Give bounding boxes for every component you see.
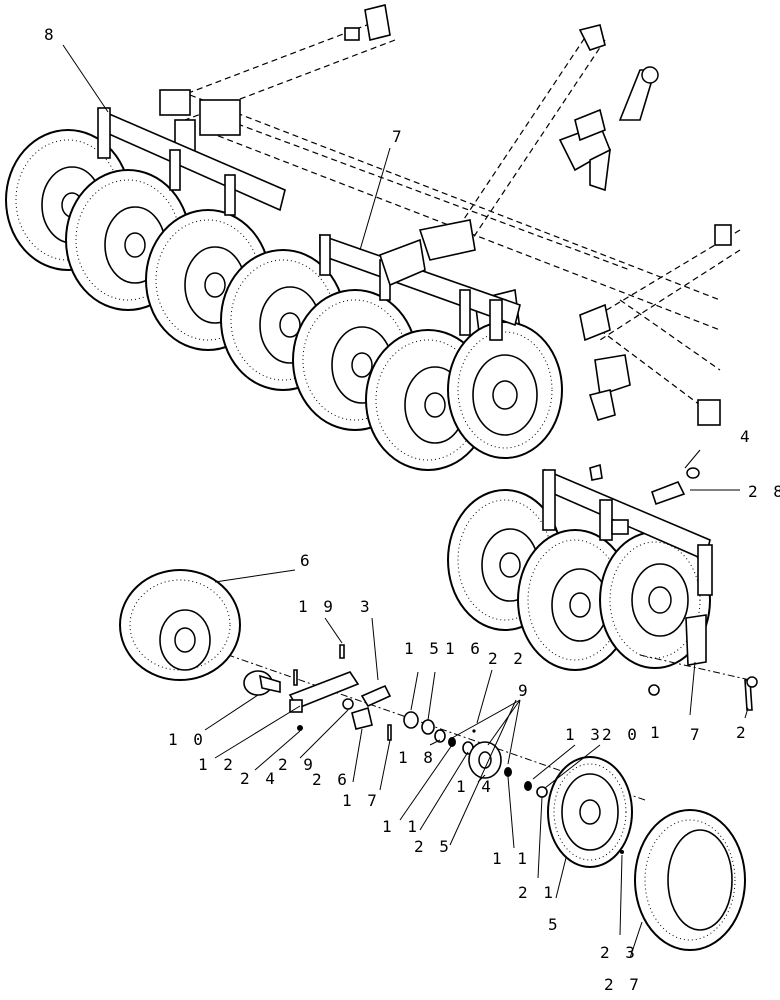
callout-11-right: 1 1 bbox=[492, 849, 530, 868]
frame-tubes bbox=[169, 19, 741, 421]
callout-9: 9 bbox=[518, 681, 531, 700]
wheel-6 bbox=[119, 569, 241, 681]
right-wheel-2 bbox=[517, 529, 633, 671]
callout-4: 4 bbox=[740, 427, 753, 446]
callout-21: 2 1 bbox=[518, 883, 556, 902]
callout-29: 2 9 bbox=[278, 755, 316, 774]
callout-10: 1 0 bbox=[168, 730, 206, 749]
callout-16: 1 6 bbox=[445, 639, 483, 658]
exploded-axle-assembly bbox=[119, 569, 758, 951]
frame-clamps bbox=[159, 4, 732, 426]
callout-12: 1 2 bbox=[198, 755, 236, 774]
callout-27: 2 7 bbox=[604, 975, 642, 994]
callout-22: 2 2 bbox=[488, 649, 526, 668]
callout-labels: 8 7 4 2 8 6 1 9 3 1 5 1 6 2 2 9 1 3 2 0 … bbox=[44, 25, 780, 994]
callout-19: 1 9 bbox=[298, 597, 336, 616]
callout-28: 2 8 bbox=[748, 482, 780, 501]
callout-11-left: 1 1 bbox=[382, 817, 420, 836]
callout-26: 2 6 bbox=[312, 770, 350, 789]
rim-5 bbox=[547, 756, 633, 868]
callout-24: 2 4 bbox=[240, 769, 278, 788]
callout-20: 2 0 bbox=[602, 725, 640, 744]
callout-5: 5 bbox=[548, 915, 561, 934]
callout-8: 8 bbox=[44, 25, 57, 44]
upper-wheel-7 bbox=[447, 321, 563, 459]
leader-lines bbox=[62, 44, 749, 959]
callout-1: 1 bbox=[650, 723, 663, 742]
callout-15: 1 5 bbox=[404, 639, 442, 658]
callout-13: 1 3 bbox=[565, 725, 603, 744]
right-wheel-3 bbox=[599, 531, 711, 669]
callout-23: 2 3 bbox=[600, 943, 638, 962]
callout-6: 6 bbox=[300, 551, 313, 570]
callout-17: 1 7 bbox=[342, 791, 380, 810]
callout-7-right: 7 bbox=[690, 725, 703, 744]
pin-28 bbox=[650, 467, 700, 506]
callout-2: 2 bbox=[736, 723, 749, 742]
right-wheel-gang bbox=[447, 463, 713, 671]
callout-14: 1 4 bbox=[456, 777, 494, 796]
callout-25: 2 5 bbox=[414, 837, 452, 856]
callout-3: 3 bbox=[360, 597, 373, 616]
callout-7-top: 7 bbox=[392, 127, 405, 146]
upper-wheel-gang bbox=[5, 107, 563, 471]
tire-27 bbox=[634, 809, 746, 951]
callout-18: 1 8 bbox=[398, 748, 436, 767]
